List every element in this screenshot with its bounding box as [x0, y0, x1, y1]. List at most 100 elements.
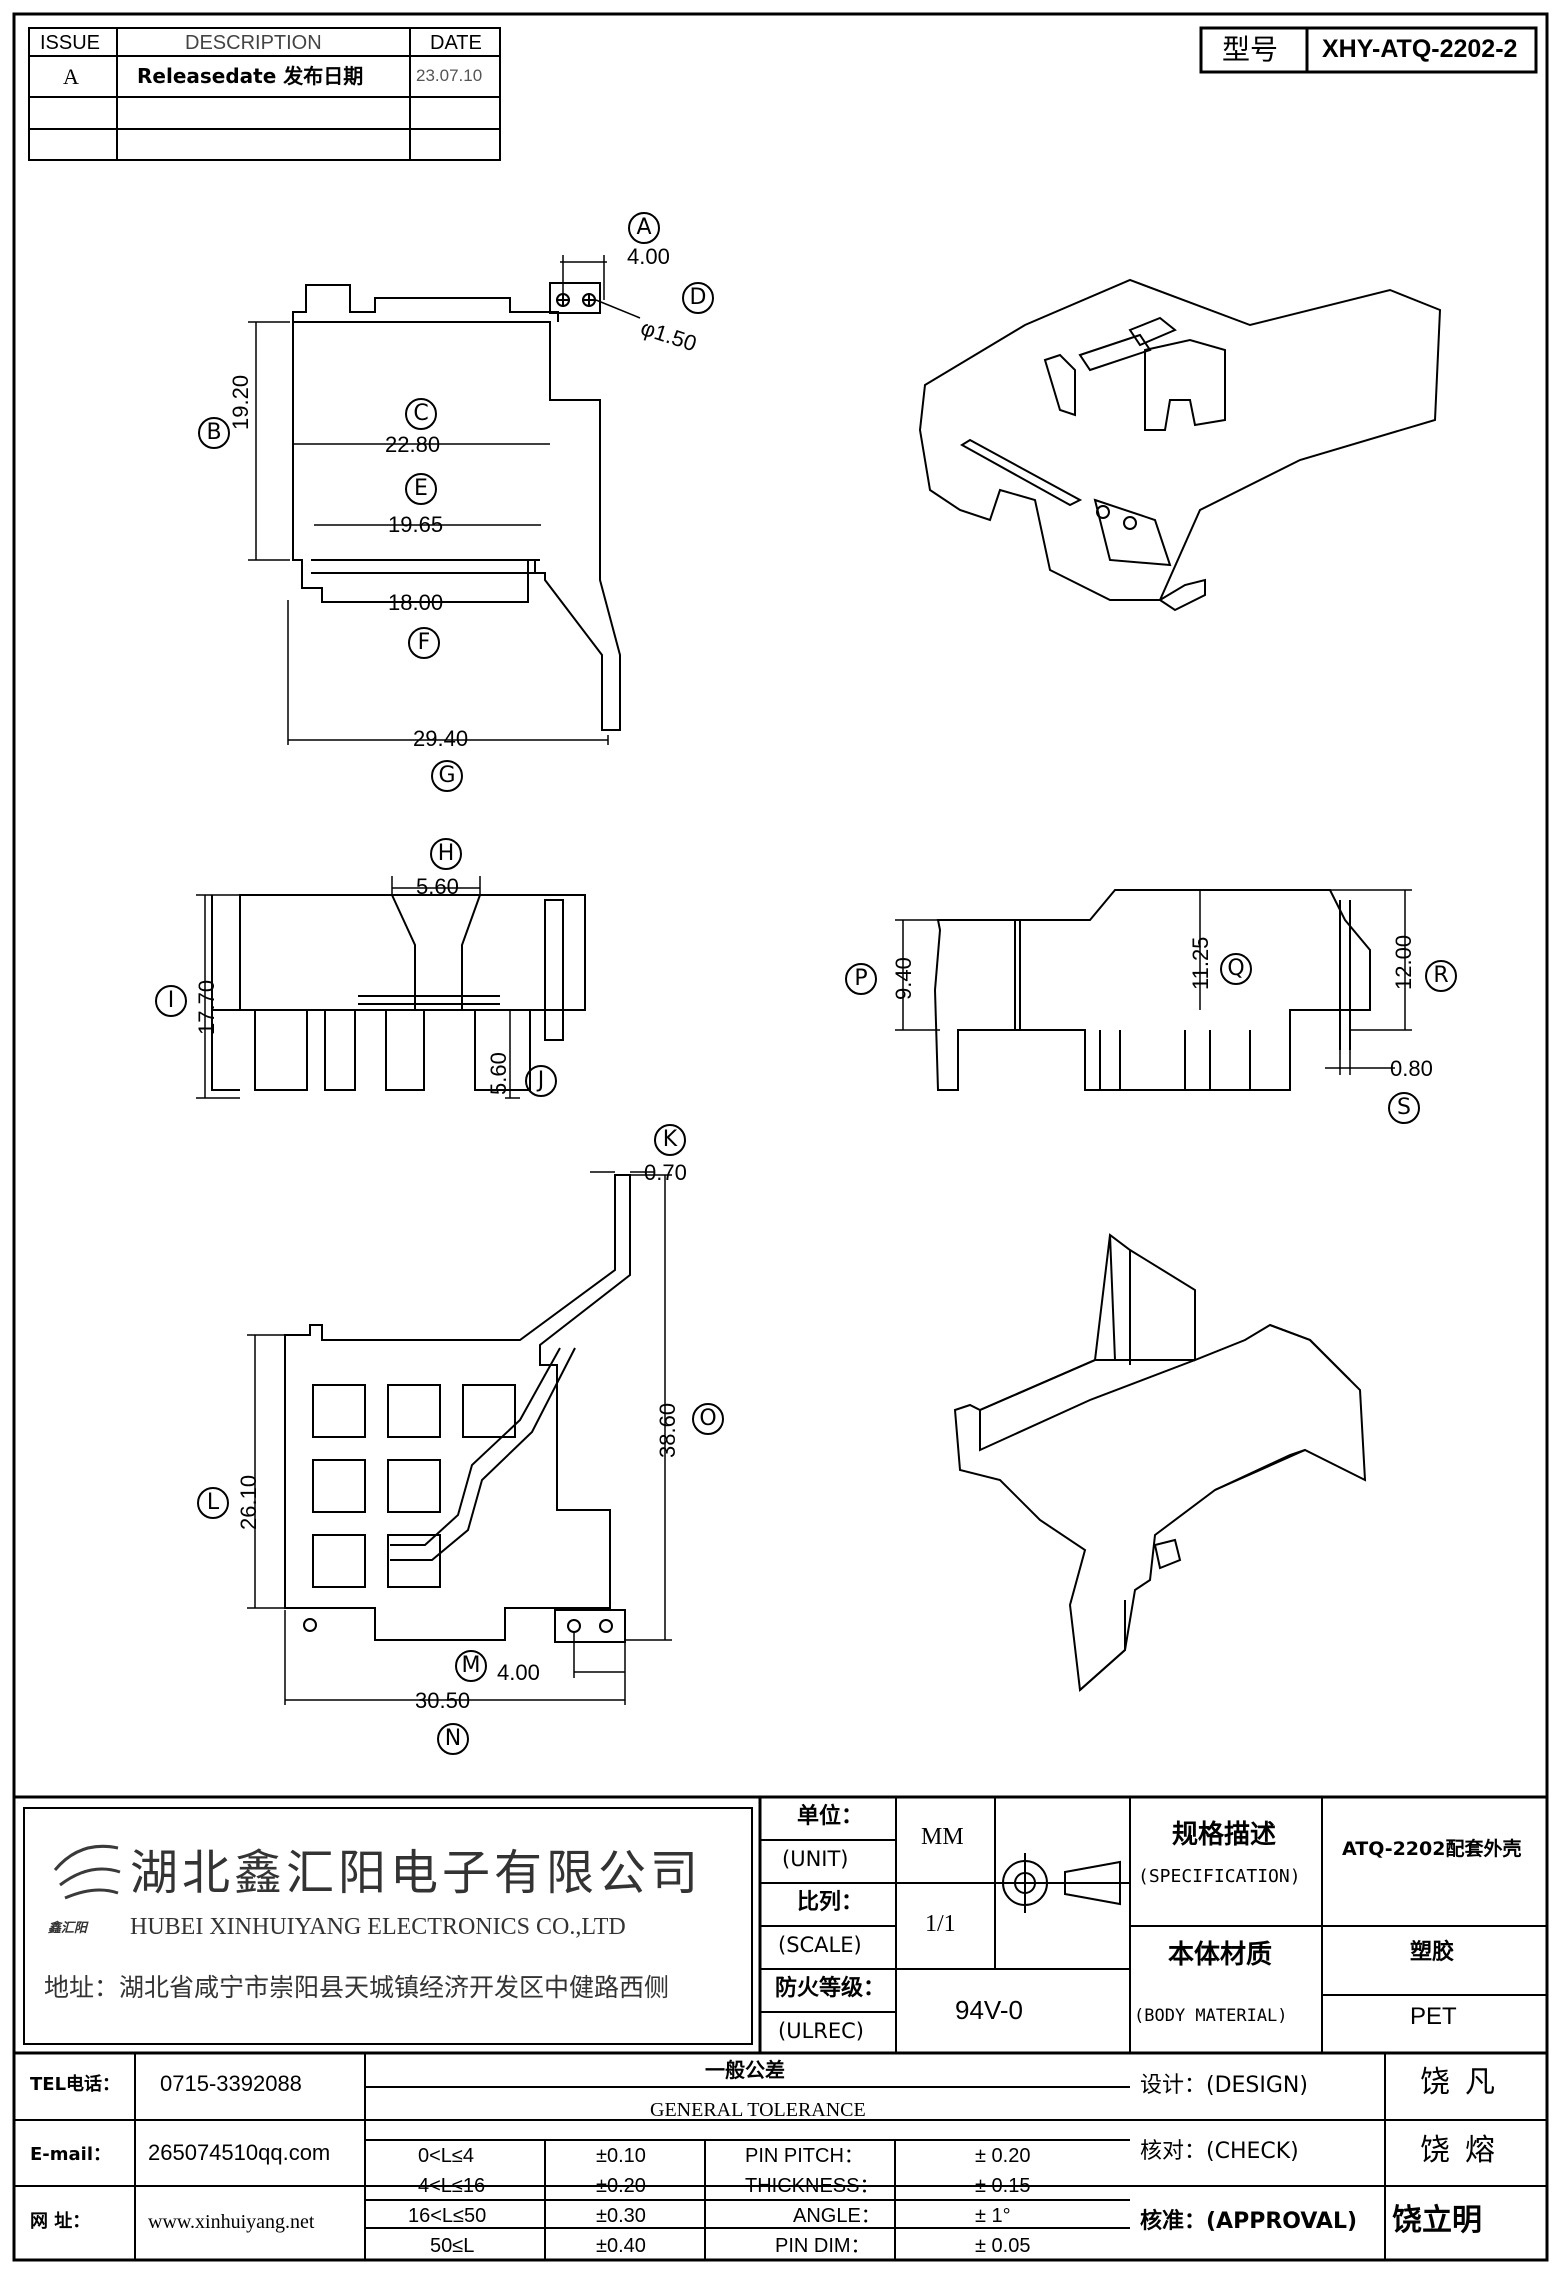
dim-g-value: 29.40 — [413, 726, 469, 751]
scale-label-en: (SCALE) — [778, 1933, 862, 1957]
dim-letter-s: S — [1388, 1092, 1420, 1124]
revision-table-grid — [28, 27, 501, 161]
dim-letter-i: I — [155, 985, 187, 1017]
tol-item-1: THICKNESS： — [745, 2175, 880, 2197]
title-block-inner — [14, 1797, 1547, 2260]
dim-letter-j: J — [525, 1065, 557, 1097]
dim-q-value: 11.25 — [1188, 936, 1213, 990]
design-label: 设计：(DESIGN) — [1140, 2073, 1308, 2098]
scale-value: 1/1 — [925, 1911, 956, 1937]
dim-letter-f: F — [408, 627, 440, 659]
model-box — [1199, 26, 1538, 74]
dim-e-value: 19.65 — [388, 512, 444, 537]
dim-letter-d: D — [682, 282, 714, 314]
tol-item-2: ANGLE： — [793, 2205, 881, 2227]
dim-letter-h: H — [430, 838, 462, 870]
dim-letter-k: K — [654, 1124, 686, 1156]
ul-value: 94V-0 — [955, 1995, 1023, 2025]
dim-o-value: 38.60 — [655, 1402, 680, 1458]
tol-range-2: 16<L≤50 — [408, 2205, 487, 2227]
side-view-dims — [196, 876, 520, 1099]
dim-s-value: 0.80 — [1390, 1056, 1433, 1081]
material-label-en: (BODY MATERIAL) — [1134, 2006, 1288, 2026]
dim-letter-c: C — [405, 398, 437, 430]
scale-label: 比列： — [797, 1890, 864, 1915]
end-view-dims — [895, 889, 1412, 1075]
email-value: 265074510qq.com — [148, 2140, 331, 2165]
tel-value: 0715-3392088 — [160, 2071, 302, 2096]
dim-letter-b: B — [198, 417, 230, 449]
dim-h-value: 5.60 — [416, 874, 459, 899]
tol-range-0: 0<L≤4 — [418, 2145, 475, 2167]
spec-label: 规格描述 — [1172, 1820, 1277, 1850]
model-number: XHY-ATQ-2202-2 — [1322, 35, 1518, 63]
dim-m-value: 4.00 — [497, 1660, 540, 1685]
check-name: 饶 熔 — [1420, 2134, 1495, 2167]
tolerance-title-en: GENERAL TOLERANCE — [650, 2099, 866, 2121]
rev-row-issue: A — [63, 64, 79, 89]
tol-item-value-0: ± 0.20 — [975, 2145, 1031, 2167]
end-view — [933, 889, 1371, 1091]
dim-letter-r: R — [1425, 960, 1457, 992]
dim-letter-n: N — [437, 1723, 469, 1755]
dim-j-value: 5.60 — [486, 1052, 511, 1095]
spec-value: ATQ-2202配套外壳 — [1342, 1838, 1522, 1860]
company-name-cn: 湖北鑫汇阳电子有限公司 — [130, 1847, 703, 1900]
dim-letter-l: L — [197, 1487, 229, 1519]
isometric-view-top — [918, 278, 1442, 612]
unit-label-en: (UNIT) — [782, 1847, 849, 1871]
unit-label: 单位： — [797, 1804, 864, 1829]
dim-letter-e: E — [405, 473, 437, 505]
dim-letter-o: O — [692, 1403, 724, 1435]
model-label: 型号 — [1222, 33, 1279, 66]
company-name-en: HUBEI XINHUIYANG ELECTRONICS CO.,LTD — [130, 1914, 626, 1940]
dim-b-value: 19.20 — [228, 374, 253, 430]
dim-r-value: 12.00 — [1391, 934, 1416, 990]
tel-label: TEL电话： — [30, 2074, 121, 2095]
dim-letter-g: G — [431, 760, 463, 792]
rev-header-date: DATE — [430, 32, 482, 54]
bottom-view-dims — [247, 1171, 672, 1705]
dim-i-value: 17.70 — [194, 979, 219, 1035]
isometric-view-bottom — [953, 1233, 1367, 1693]
dim-n-value: 30.50 — [415, 1688, 471, 1713]
projection-symbol-icon — [995, 1853, 1121, 1913]
rev-header-issue: ISSUE — [40, 32, 101, 54]
tol-value-0: ±0.10 — [596, 2145, 646, 2167]
dim-l-value: 26.10 — [236, 1474, 261, 1530]
tol-item-0: PIN PITCH： — [745, 2145, 864, 2167]
approval-label: 核准：(APPROVAL) — [1140, 2209, 1358, 2234]
spec-label-en: (SPECIFICATION) — [1138, 1866, 1301, 1887]
dim-c-value: 22.80 — [385, 432, 441, 457]
material-value-cn: 塑胶 — [1410, 1940, 1455, 1965]
material-label: 本体材质 — [1168, 1940, 1273, 1970]
web-value: www.xinhuiyang.net — [148, 2211, 315, 2233]
dim-letter-q: Q — [1220, 953, 1252, 985]
side-view — [211, 894, 586, 1091]
tol-value-2: ±0.30 — [596, 2205, 646, 2227]
bottom-view — [284, 1174, 631, 1643]
tolerance-title-cn: 一般公差 — [705, 2058, 785, 2082]
tol-item-value-1: ± 0.15 — [975, 2175, 1031, 2197]
ul-label-en: (ULREC) — [778, 2019, 864, 2043]
company-logo-icon — [53, 1844, 121, 1900]
top-view-dims — [248, 255, 641, 745]
check-label: 核对：(CHECK) — [1140, 2139, 1299, 2164]
design-name: 饶 凡 — [1420, 2066, 1495, 2099]
email-label: E-mail： — [30, 2144, 112, 2165]
dim-p-value: 9.40 — [891, 957, 916, 1000]
top-view — [292, 282, 621, 731]
tol-item-3: PIN DIM： — [775, 2235, 871, 2257]
rev-row-date: 23.07.10 — [416, 66, 483, 85]
tol-value-1: ±0.20 — [596, 2175, 646, 2197]
dim-letter-a: A — [628, 212, 660, 244]
sheet-border — [12, 12, 1549, 2262]
dim-k-value: 0.70 — [644, 1160, 687, 1185]
material-value: PET — [1410, 2003, 1457, 2030]
unit-value: MM — [921, 1824, 964, 1850]
dim-letter-m: M — [455, 1650, 487, 1682]
tol-value-3: ±0.40 — [596, 2235, 646, 2257]
dim-f-value: 18.00 — [388, 590, 444, 615]
dim-letter-p: P — [845, 963, 877, 995]
